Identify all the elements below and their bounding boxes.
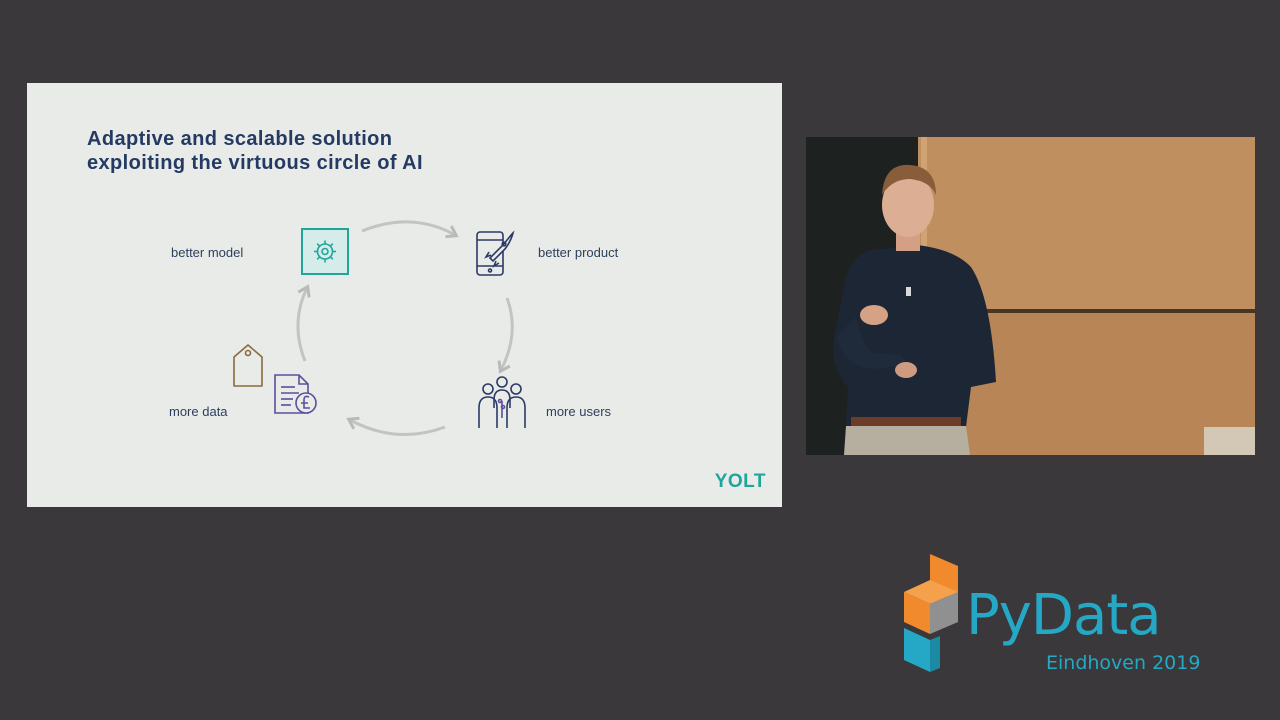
- pydata-logo: PyData Eindhoven 2019: [900, 548, 1200, 678]
- gear-icon: [301, 228, 349, 275]
- pydata-cube-icon: [904, 554, 958, 672]
- arrow-data-to-model: [296, 284, 311, 362]
- label-better-model: better model: [171, 245, 244, 260]
- slide-title: Adaptive and scalable solution exploitin…: [87, 127, 423, 175]
- yolt-logo: YOLT: [714, 471, 766, 492]
- label-better-product: better product: [538, 245, 619, 260]
- label-more-users: more users: [546, 404, 612, 419]
- arrow-product-to-users: [497, 297, 514, 374]
- label-more-data: more data: [169, 404, 228, 419]
- phone-rocket-icon: [476, 230, 515, 276]
- group-users-icon: [478, 376, 526, 428]
- arrow-model-to-product: [361, 220, 459, 239]
- pydata-event-subtitle: Eindhoven 2019: [1046, 652, 1201, 674]
- speaker-scene: [806, 137, 1255, 455]
- arrow-users-to-data: [346, 416, 446, 436]
- virtuous-circle-diagram: [233, 220, 526, 436]
- presentation-slide: Adaptive and scalable solution exploitin…: [27, 83, 782, 507]
- document-pound-icon: [274, 374, 317, 414]
- speaker-video-feed: [806, 137, 1255, 455]
- pydata-wordmark: PyData: [966, 583, 1162, 648]
- slide-title-line-1: Adaptive and scalable solution: [87, 128, 393, 150]
- slide-title-line-2: exploiting the virtuous circle of AI: [87, 152, 423, 174]
- price-tag-icon: [233, 344, 263, 387]
